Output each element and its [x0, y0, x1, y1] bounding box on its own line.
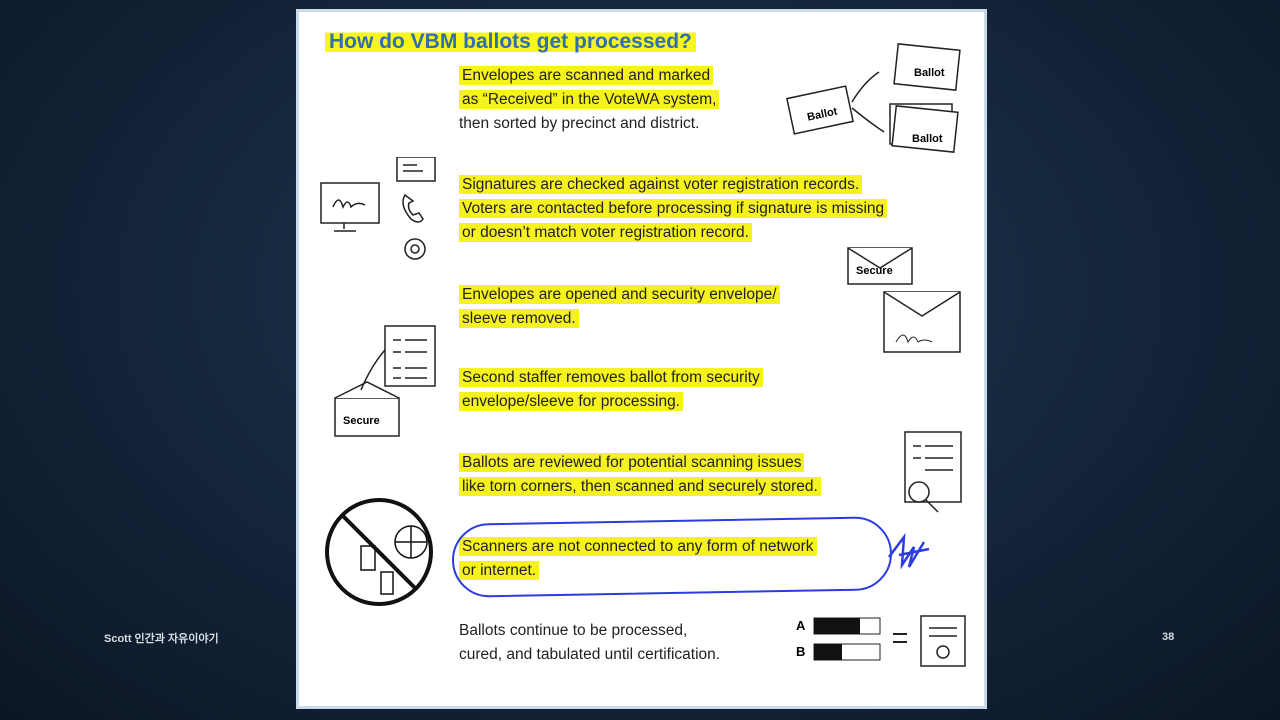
slide-title: How do VBM ballots get processed? — [325, 30, 696, 54]
step-open: Envelopes are opened and security envelo… — [459, 283, 780, 331]
step-line: Voters are contacted before processing i… — [459, 199, 888, 218]
step-line: as “Received” in the VoteWA system, — [459, 90, 720, 109]
step-line: Envelopes are opened and security envelo… — [459, 285, 780, 304]
page-number: 38 — [1162, 631, 1175, 643]
no-network-icon — [325, 498, 433, 606]
step-line: cured, and tabulated until certification… — [459, 646, 721, 663]
step-certify: Ballots continue to be processed, cured,… — [459, 619, 720, 667]
ballot-review-icon — [904, 431, 962, 513]
annotation-scribble-icon — [888, 532, 930, 570]
step-network: Scanners are not connected to any form o… — [459, 535, 817, 583]
step-line: sleeve removed. — [459, 309, 579, 328]
secure-label: Secure — [343, 415, 380, 427]
step-line: Envelopes are scanned and marked — [459, 66, 714, 85]
signature-contact-icon — [320, 157, 436, 260]
secure-envelope-icon: Secure — [847, 247, 961, 353]
step-line: or doesn’t match voter registration reco… — [459, 223, 752, 242]
step-scan: Envelopes are scanned and marked as “Rec… — [459, 64, 720, 136]
step-line: Second staffer removes ballot from secur… — [459, 368, 763, 387]
ballot-label: Ballot — [912, 133, 943, 145]
ballot-removal-icon: Secure — [334, 325, 436, 437]
secure-label: Secure — [856, 265, 893, 277]
step-signature: Signatures are checked against voter reg… — [459, 173, 888, 245]
tally-label-b: B — [796, 644, 806, 659]
step-line: envelope/sleeve for processing. — [459, 392, 683, 411]
tally-certification-icon — [813, 615, 966, 667]
slide: How do VBM ballots get processed? Envelo… — [296, 9, 987, 709]
ballot-label: Ballot — [914, 67, 945, 79]
step-line: then sorted by precinct and district. — [459, 115, 700, 132]
presenter-footer: Scott 인간과 자유이야기 — [104, 633, 219, 645]
annotation-circle — [451, 516, 893, 598]
step-line: Signatures are checked against voter reg… — [459, 175, 863, 194]
step-line: like torn corners, then scanned and secu… — [459, 477, 821, 496]
step-remove: Second staffer removes ballot from secur… — [459, 366, 763, 414]
step-line: Ballots are reviewed for potential scann… — [459, 453, 805, 472]
ballot-sorting-icon: Ballot Ballot Ballot — [786, 43, 961, 153]
step-line: Scanners are not connected to any form o… — [459, 537, 817, 556]
step-line: Ballots continue to be processed, — [459, 622, 688, 639]
step-line: or internet. — [459, 561, 540, 580]
step-review: Ballots are reviewed for potential scann… — [459, 451, 821, 499]
tally-label-a: A — [796, 618, 806, 633]
